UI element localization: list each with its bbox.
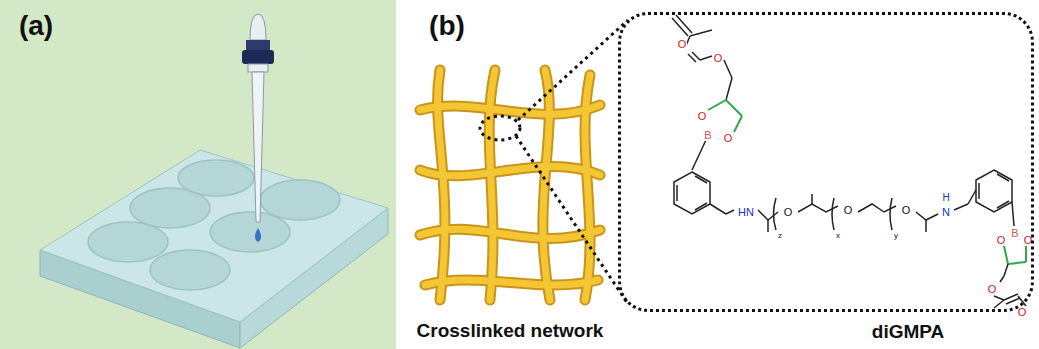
atom-label: O — [697, 111, 708, 122]
atom-label: O — [1017, 307, 1028, 318]
crosslinked-network — [420, 70, 600, 300]
atom-label: H — [941, 193, 950, 203]
atom-label: O — [723, 133, 734, 144]
atom-label: B — [1010, 228, 1019, 239]
atom-label: O — [713, 53, 724, 64]
atom-label: O — [843, 205, 854, 216]
atom-label: N — [941, 207, 951, 218]
atom-label: O — [987, 284, 998, 295]
caption-label: Crosslinked network — [417, 321, 604, 340]
zoom-box: diGMPA — [618, 12, 1034, 312]
atom-label: O — [901, 205, 912, 216]
dropper — [242, 14, 274, 242]
well-plate — [40, 150, 388, 348]
subscript-label: x — [835, 232, 841, 240]
atom-label: O — [677, 39, 688, 50]
panel-background — [0, 0, 396, 349]
atom-label: HN — [737, 207, 755, 218]
panel-label: (a) — [19, 12, 53, 40]
atom-label: B — [703, 130, 712, 141]
panel-label: (b) — [429, 12, 465, 40]
atom-label: O — [996, 235, 1007, 246]
zoom-callout — [480, 20, 628, 304]
subscript-label: z — [777, 232, 783, 240]
atom-label: O — [783, 207, 794, 218]
chemical-structure — [672, 15, 1026, 308]
subscript-label: y — [893, 232, 899, 240]
structure-name: diGMPA — [872, 321, 944, 343]
